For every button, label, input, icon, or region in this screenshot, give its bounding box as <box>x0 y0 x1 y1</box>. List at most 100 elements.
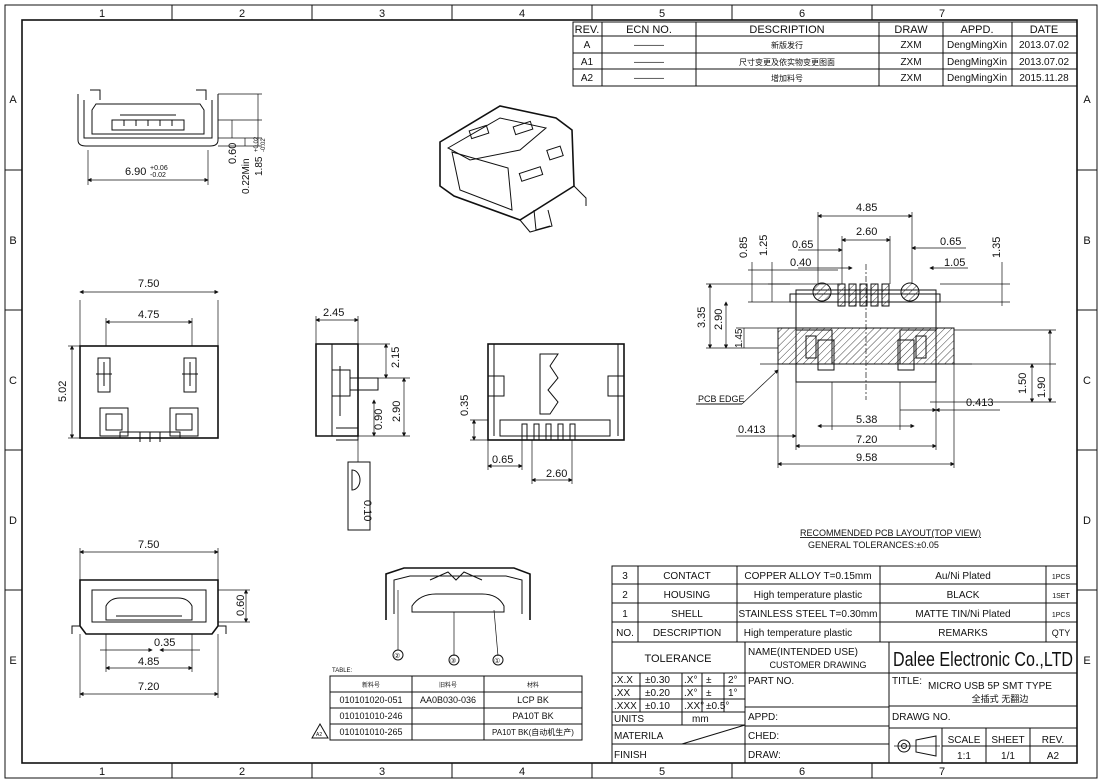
col-label-6b: 6 <box>799 766 805 778</box>
tol-cell: .XX <box>614 688 630 699</box>
pcb-layout: 4.85 2.60 0.65 0.40 0.65 1.05 0.85 1.25 … <box>696 202 1056 550</box>
col-label-5: 5 <box>659 8 665 20</box>
pcb-edge-label: PCB EDGE <box>698 394 745 404</box>
bom-cell: 1PCS <box>1052 574 1071 581</box>
col-label-1: 1 <box>99 8 105 20</box>
row-label-e-r: E <box>1083 655 1090 667</box>
rev-cell: 2013.07.02 <box>1019 57 1069 68</box>
rev-cell: A <box>584 40 591 51</box>
dim-pcb-0-413a: 0.413 <box>738 424 766 436</box>
bom-header: REMARKS <box>938 628 988 639</box>
dim-bot-w2: 2.60 <box>546 468 567 480</box>
title-label: TITLE: <box>892 676 922 687</box>
dim-pcb-5-38: 5.38 <box>856 414 877 426</box>
tol-cell: 2° <box>728 675 738 686</box>
rev-header-desc: DESCRIPTION <box>749 24 824 36</box>
part-no-label: PART NO. <box>748 676 794 687</box>
dim-pcb-1-05: 1.05 <box>944 257 965 269</box>
ched-label: CHED: <box>748 731 779 742</box>
draw-label: DRAW: <box>748 750 781 761</box>
rev-triangle-icon <box>311 722 329 739</box>
row-label-d-r: D <box>1083 515 1091 527</box>
bom-cell: 1PCS <box>1052 612 1071 619</box>
col-label-4: 4 <box>519 8 525 20</box>
dim-side-h1: 2.15 <box>390 347 402 368</box>
rev-cell: 尺寸变更及依实物变更图面 <box>739 57 835 67</box>
tol-cell: .X° <box>684 675 697 686</box>
row-label-c: C <box>9 375 17 387</box>
rev-cell: ZXM <box>900 40 921 51</box>
bom-header: NO. <box>616 628 634 639</box>
rev-cell: ——— <box>634 57 664 68</box>
row-label-b-r: B <box>1083 235 1090 247</box>
finish-label: FINISH <box>614 750 647 761</box>
bom-cell: BLACK <box>947 590 980 601</box>
bom-header: QTY <box>1052 628 1071 638</box>
mat-cell: 010101010-246 <box>339 711 402 721</box>
rev-cell: 2013.07.02 <box>1019 40 1069 51</box>
rev-label: REV. <box>1042 735 1064 746</box>
dim-side-h3: 0.90 <box>373 409 385 430</box>
dim-top-w2: 4.75 <box>138 309 159 321</box>
bom-header: DESCRIPTION <box>653 628 721 639</box>
materila-label: MATERILA <box>614 731 664 742</box>
mat-cell: AA0B030-036 <box>420 695 476 705</box>
dim-side-h2: 2.90 <box>391 401 403 422</box>
bom-cell: 3 <box>622 571 628 582</box>
dim-front-width: 6.90 <box>125 166 146 178</box>
bom-cell: Au/Ni Plated <box>935 571 991 582</box>
rev-cell: ZXM <box>900 57 921 68</box>
bottom-view: 0.35 0.65 2.60 <box>459 343 625 484</box>
rev-cell: A2 <box>581 73 594 84</box>
units-value: mm <box>692 714 709 725</box>
dim-front-h3-tol: +0.02 <box>254 136 260 152</box>
tol-cell: 1° <box>728 688 738 699</box>
bom-cell: HOUSING <box>664 590 711 601</box>
rev-header-draw: DRAW <box>894 24 928 36</box>
mat-cell: PA10T BK(自动机生产) <box>492 727 574 737</box>
col-label-5b: 5 <box>659 766 665 778</box>
rev-cell: 新版发行 <box>771 40 803 50</box>
bom-table: 3 CONTACT COPPER ALLOY T=0.15mm Au/Ni Pl… <box>611 565 1078 643</box>
rev-header-rev: REV. <box>575 24 600 36</box>
col-label-1b: 1 <box>99 766 105 778</box>
drawg-label: DRAWG NO. <box>892 712 951 723</box>
tol-cell: ±0.5° <box>706 701 729 712</box>
pcb-caption-title: RECOMMENDED PCB LAYOUT(TOP VIEW) <box>800 528 981 538</box>
title-value: MICRO USB 5P SMT TYPE <box>928 681 1052 692</box>
rev-header-ecn: ECN NO. <box>626 24 672 36</box>
col-label-7b: 7 <box>939 766 945 778</box>
col-label-3: 3 <box>379 8 385 20</box>
bom-cell: 1 <box>622 609 628 620</box>
dim-end-w2: 0.35 <box>154 637 175 649</box>
mat-rev-mark: A2 <box>316 732 322 738</box>
col-label-6: 6 <box>799 8 805 20</box>
dim-front-h2: 0.22Min <box>241 158 252 194</box>
tol-cell: .XX° <box>684 701 704 712</box>
mat-cell: 010101010-265 <box>339 727 402 737</box>
col-label-7: 7 <box>939 8 945 20</box>
scale-label: SCALE <box>948 735 981 746</box>
dim-pcb-3-35: 3.35 <box>696 307 708 328</box>
dim-front-h3-tol2: -0.02 <box>261 138 267 152</box>
bom-cell: CONTACT <box>663 571 711 582</box>
tol-cell: .X° <box>684 688 697 699</box>
row-label-b: B <box>9 235 16 247</box>
bom-cell: STAINLESS STEEL T=0.30mm <box>738 609 877 620</box>
dim-pcb-2-90: 2.90 <box>713 309 725 330</box>
dim-pcb-1-25: 1.25 <box>758 235 770 256</box>
balloon-1: ① <box>494 657 500 665</box>
dim-end-w1: 7.50 <box>138 539 159 551</box>
balloon-3: ③ <box>450 657 456 665</box>
col-label-4b: 4 <box>519 766 525 778</box>
mat-header: 旧料号 <box>439 681 457 689</box>
dim-top-h: 5.02 <box>57 381 69 402</box>
dim-side-w: 2.45 <box>323 307 344 319</box>
rev-cell: A1 <box>581 57 594 68</box>
col-label-3b: 3 <box>379 766 385 778</box>
dim-bot-w1: 0.65 <box>492 454 513 466</box>
bom-cell: 2 <box>622 590 628 601</box>
bom-cell: 1SET <box>1052 593 1070 600</box>
dim-pcb-1-90: 1.90 <box>1036 377 1048 398</box>
